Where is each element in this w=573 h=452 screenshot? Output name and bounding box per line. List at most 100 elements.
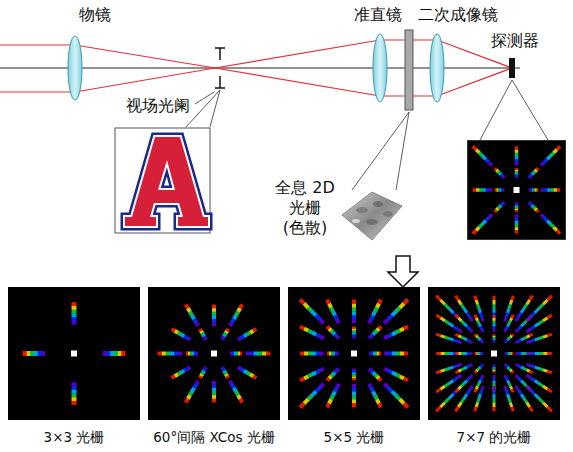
pattern-panel — [288, 287, 420, 420]
spectral-streak — [479, 224, 482, 227]
spectral-streak — [524, 369, 527, 370]
spectral-streak — [352, 375, 356, 377]
spectral-streak — [518, 366, 521, 367]
spectral-streak — [440, 403, 444, 407]
spectral-streak — [440, 370, 444, 371]
spectral-streak — [461, 321, 464, 324]
spectral-streak — [236, 392, 238, 396]
spectral-streak — [467, 352, 470, 355]
spectral-streak — [377, 328, 379, 330]
spectral-streak — [162, 352, 166, 356]
spectral-streak — [461, 352, 464, 355]
spectral-streak — [329, 328, 331, 330]
spectral-streak — [320, 319, 324, 323]
spectral-streak — [509, 369, 510, 370]
spectral-streak — [515, 221, 519, 224]
spectral-streak — [516, 364, 519, 365]
spectral-streak — [202, 373, 203, 375]
spectral-streak — [476, 370, 477, 371]
spectral-streak — [526, 364, 530, 365]
spectral-streak — [506, 366, 507, 367]
spectral-streak — [531, 312, 535, 316]
spectral-streak — [493, 336, 496, 337]
spectral-streak — [250, 374, 253, 376]
spectral-streak — [475, 352, 476, 355]
spectral-streak — [461, 304, 464, 308]
spectral-streak — [480, 366, 481, 367]
spectral-streak — [478, 384, 479, 387]
spectral-streak — [478, 399, 479, 403]
spectral-streak — [506, 352, 507, 355]
spectral-streak — [515, 214, 519, 217]
spectral-streak — [464, 338, 467, 339]
spectral-streak — [203, 334, 204, 336]
spectral-streak — [515, 156, 519, 159]
spectral-streak — [396, 396, 400, 400]
spectral-streak — [240, 305, 242, 309]
spectral-streak — [453, 390, 457, 394]
spectral-streak — [327, 403, 329, 407]
spectral-streak — [404, 300, 408, 304]
spectral-streak — [529, 202, 531, 204]
spectral-streak — [186, 305, 188, 309]
spectral-streak — [194, 384, 196, 388]
spectral-streak — [495, 210, 497, 212]
spectral-streak — [392, 392, 396, 396]
spectral-streak — [516, 375, 519, 378]
spectral-streak — [238, 352, 240, 356]
spectral-streak — [532, 205, 534, 207]
grating-plate — [405, 30, 413, 110]
spectral-streak — [535, 323, 539, 326]
spectral-streak — [532, 188, 534, 192]
spectral-streak — [479, 323, 480, 326]
spectral-streak — [250, 352, 254, 356]
spectral-streak — [543, 300, 547, 304]
spectral-streak — [518, 378, 521, 381]
spectral-streak — [493, 329, 496, 332]
spectral-streak — [304, 303, 308, 307]
spectral-streak — [449, 381, 453, 384]
spectral-streak — [515, 224, 519, 227]
spectral-streak — [254, 352, 258, 356]
spectral-streak — [479, 338, 480, 339]
spectral-streak — [476, 336, 477, 337]
spectral-streak — [518, 340, 521, 341]
spectral-streak — [557, 188, 560, 192]
spectral-streak — [352, 315, 356, 319]
spectral-streak — [440, 300, 444, 304]
spectral-streak — [232, 352, 234, 356]
spectral-streak — [482, 156, 485, 159]
spectral-streak — [377, 399, 379, 403]
spectral-streak — [72, 310, 77, 314]
spectral-streak — [371, 388, 373, 392]
spectral-streak — [337, 319, 339, 323]
leader-line — [480, 80, 512, 140]
spectral-streak — [187, 338, 190, 340]
spectral-streak — [526, 375, 530, 378]
spectral-streak — [212, 399, 216, 403]
spectral-streak — [449, 367, 453, 368]
spectral-streak — [535, 394, 539, 398]
field-image-frame — [115, 128, 210, 233]
spectral-streak — [515, 171, 519, 173]
spectral-streak — [445, 304, 449, 308]
spectral-streak — [352, 327, 356, 329]
spectral-streak — [455, 334, 458, 335]
spectral-streak — [192, 388, 194, 392]
spectral-streak — [512, 371, 513, 372]
spectral-streak — [512, 315, 513, 318]
spectral-streak — [187, 367, 190, 369]
spectral-streak — [515, 173, 519, 175]
spectral-streak — [223, 369, 224, 371]
spectral-streak — [535, 188, 537, 192]
spectral-streak — [516, 386, 519, 390]
spectral-streak — [493, 334, 496, 335]
spectral-streak — [212, 381, 216, 385]
spectral-streak — [469, 375, 472, 378]
spectral-streak — [505, 386, 506, 390]
spectral-streak — [493, 381, 496, 384]
spectral-streak — [506, 326, 507, 329]
spectral-streak — [436, 371, 440, 372]
spectral-streak — [547, 371, 551, 372]
spectral-streak — [475, 407, 476, 411]
